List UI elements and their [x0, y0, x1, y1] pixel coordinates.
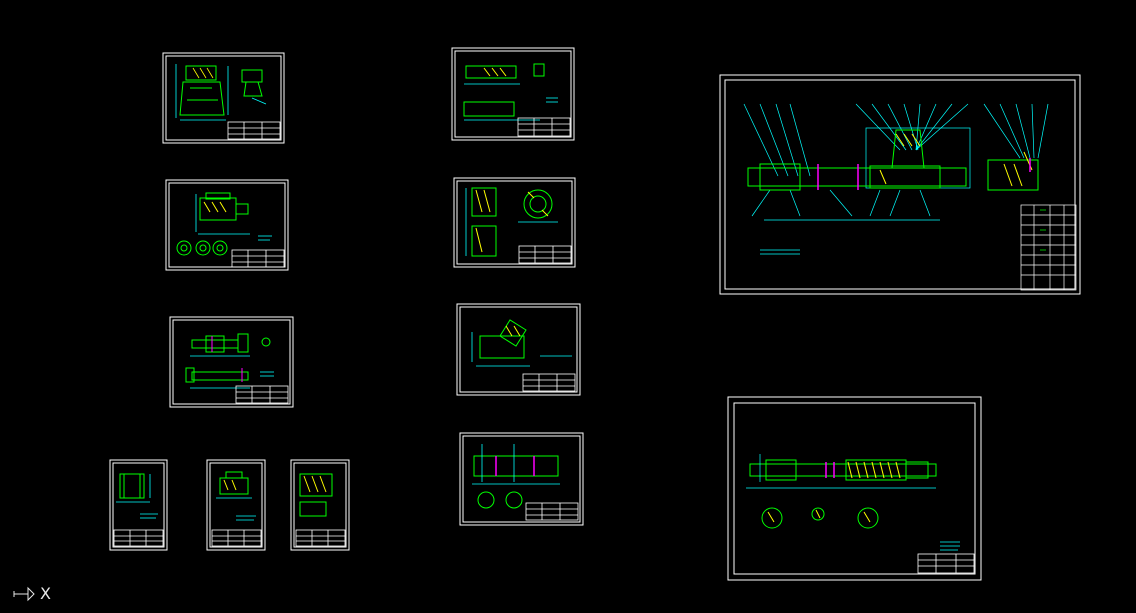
dimension-lines — [464, 83, 558, 121]
dimension-lines — [175, 64, 267, 121]
dimension-lines — [746, 454, 960, 551]
accent-marks — [817, 158, 1031, 190]
hatch-area — [203, 201, 227, 213]
dimension-lines — [472, 444, 560, 485]
leader-lines — [743, 103, 1049, 255]
ucs-icon — [13, 586, 35, 602]
dimension-lines — [190, 355, 274, 389]
drawing-sheet-2[interactable] — [165, 179, 289, 271]
drawing-sheet-10[interactable] — [459, 432, 584, 526]
accent-marks — [211, 336, 243, 382]
title-block — [295, 529, 346, 547]
title-block — [211, 529, 262, 547]
dimension-lines — [195, 194, 272, 241]
hatch-area — [475, 189, 549, 253]
accent-marks — [825, 462, 835, 478]
drawing-sheet-6[interactable] — [290, 459, 350, 551]
dimension-lines — [216, 497, 256, 521]
title-block — [113, 529, 164, 547]
part-geometry — [471, 187, 553, 257]
part-geometry — [185, 333, 271, 383]
shaft-geometry — [749, 459, 937, 529]
title-block — [522, 373, 576, 392]
title-block — [517, 117, 571, 137]
drawing-sheet-3[interactable] — [169, 316, 294, 408]
part-geometry — [463, 63, 545, 117]
title-block — [235, 385, 289, 404]
hatch-area — [303, 475, 327, 493]
title-block — [227, 121, 281, 140]
drawing-sheet-9[interactable] — [456, 303, 581, 396]
accent-marks — [495, 456, 535, 476]
part-geometry — [219, 471, 249, 495]
title-block — [518, 245, 572, 264]
hatch-area — [223, 479, 237, 491]
drawing-sheet-4[interactable] — [109, 459, 168, 551]
part-geometry — [473, 455, 559, 509]
drawing-sheet-7[interactable] — [451, 47, 575, 141]
dimension-lines — [471, 332, 572, 367]
hatch-area — [879, 133, 1033, 187]
part-geometry — [479, 319, 527, 359]
title-block — [231, 249, 285, 268]
shaft-assembly — [747, 129, 1039, 191]
part-geometry — [179, 65, 263, 116]
ucs-x-axis-label: X — [40, 584, 51, 603]
parts-list-fill — [1040, 209, 1046, 251]
dimension-lines — [465, 188, 558, 256]
shaft-drawing-sheet[interactable] — [727, 396, 982, 581]
part-geometry — [176, 192, 249, 256]
hatch-area — [192, 67, 214, 79]
title-block — [917, 553, 975, 574]
drawing-sheet-8[interactable] — [453, 177, 576, 268]
hatch-area — [483, 67, 507, 77]
part-geometry — [299, 473, 333, 517]
hatch-area — [505, 325, 521, 337]
assembly-drawing-sheet[interactable] — [719, 74, 1081, 295]
title-block — [525, 502, 579, 521]
drawing-sheet-5[interactable] — [206, 459, 266, 551]
parts-list-table — [1020, 204, 1077, 291]
drawing-sheet-1[interactable] — [162, 52, 285, 144]
dimension-lines — [116, 474, 158, 519]
hatch-area — [767, 461, 901, 523]
part-geometry — [119, 473, 145, 499]
